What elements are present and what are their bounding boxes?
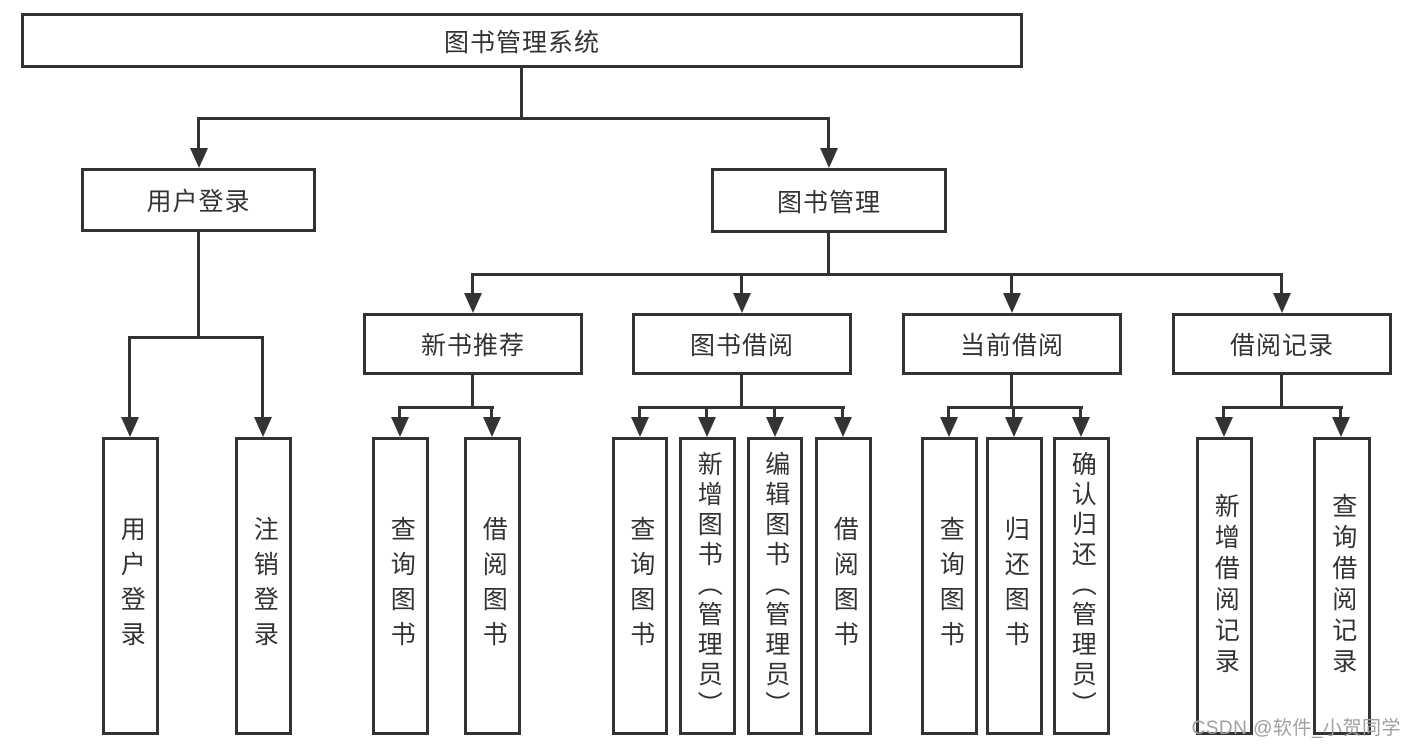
node-label: 编辑图书（管理员） — [761, 451, 790, 721]
leaf-add-book-admin: 新增图书（管理员） — [679, 437, 736, 735]
node-label: 借阅记录 — [1229, 332, 1334, 360]
node-label: 确认归还（管理员） — [1068, 451, 1097, 721]
node-label: 借阅图书 — [479, 516, 508, 656]
node-label: 图书管理 — [776, 188, 881, 217]
node-user-login: 用户登录 — [81, 168, 316, 232]
node-label: 图书借阅 — [689, 332, 794, 360]
leaf-add-borrow-record: 新增借阅记录 — [1196, 437, 1253, 735]
connector-line — [1280, 273, 1283, 297]
connector-line — [740, 273, 743, 297]
connector-line — [520, 68, 523, 118]
connector-line — [1222, 406, 1343, 409]
node-label: 归还图书 — [1001, 516, 1030, 656]
arrow-head — [391, 417, 409, 437]
connector-line — [1222, 406, 1225, 420]
connector-line — [1010, 375, 1013, 409]
arrow-head — [834, 417, 852, 437]
connector-line — [197, 117, 200, 151]
leaf-user-login: 用户登录 — [102, 437, 159, 735]
connector-line — [398, 406, 494, 409]
node-label: 当前借阅 — [959, 332, 1064, 360]
leaf-borrow-books-2: 借阅图书 — [815, 437, 872, 735]
arrow-head — [1273, 293, 1291, 313]
node-label: 查询借阅记录 — [1328, 493, 1357, 679]
arrow-head — [464, 293, 482, 313]
connector-line — [1012, 406, 1015, 420]
arrow-head — [190, 148, 208, 168]
arrow-head — [1072, 417, 1090, 437]
connector-line — [827, 117, 830, 151]
node-current-borrowing: 当前借阅 — [902, 313, 1122, 375]
leaf-query-borrow-record: 查询借阅记录 — [1313, 437, 1371, 735]
node-library-management-system: 图书管理系统 — [21, 13, 1023, 68]
arrow-head — [1005, 417, 1023, 437]
node-book-borrowing: 图书借阅 — [632, 313, 852, 375]
connector-line — [471, 273, 1282, 276]
leaf-query-books-2: 查询图书 — [612, 437, 668, 735]
node-label: 用户登录 — [117, 516, 146, 656]
arrow-head — [483, 417, 501, 437]
node-label: 新增借阅记录 — [1211, 493, 1240, 679]
connector-line — [471, 375, 474, 409]
leaf-query-books-3: 查询图书 — [921, 437, 978, 735]
node-label: 借阅图书 — [830, 516, 859, 656]
node-label: 图书管理系统 — [443, 28, 600, 57]
node-borrowing-records: 借阅记录 — [1172, 313, 1392, 375]
connector-line — [398, 406, 401, 420]
arrow-head — [1003, 293, 1021, 313]
connector-line — [197, 117, 830, 120]
connector-line — [1280, 375, 1283, 409]
leaf-return-books: 归还图书 — [986, 437, 1043, 735]
node-label: 查询图书 — [387, 516, 416, 656]
connector-line — [197, 232, 200, 338]
connector-line — [128, 336, 264, 339]
connector-line — [740, 375, 743, 409]
arrow-head — [1332, 417, 1350, 437]
node-label: 注销登录 — [250, 516, 279, 656]
connector-line — [1010, 273, 1013, 297]
leaf-confirm-return-admin: 确认归还（管理员） — [1053, 437, 1110, 735]
node-book-management: 图书管理 — [711, 168, 947, 233]
csdn-watermark: CSDN @软件_小贺同学 — [1191, 718, 1401, 739]
arrow-head — [820, 148, 838, 168]
node-label: 新书推荐 — [420, 332, 525, 360]
arrow-head — [631, 417, 649, 437]
arrow-head — [121, 417, 139, 437]
leaf-edit-book-admin: 编辑图书（管理员） — [747, 437, 803, 735]
connector-line — [947, 406, 950, 420]
leaf-logout: 注销登录 — [235, 437, 292, 735]
connector-line — [261, 336, 264, 420]
node-label: 查询图书 — [936, 516, 965, 656]
node-label: 查询图书 — [626, 516, 655, 656]
connector-line — [128, 336, 131, 420]
connector-line — [827, 233, 830, 276]
node-label: 新增图书（管理员） — [694, 451, 723, 721]
leaf-borrow-books: 借阅图书 — [464, 437, 521, 735]
arrow-head — [698, 417, 716, 437]
arrow-head — [733, 293, 751, 313]
arrow-head — [254, 417, 272, 437]
node-new-book-recommendation: 新书推荐 — [363, 313, 583, 375]
connector-line — [1079, 406, 1082, 420]
node-label: 用户登录 — [146, 188, 251, 216]
connector-line — [1339, 406, 1342, 420]
connector-line — [773, 406, 776, 420]
connector-line — [638, 406, 641, 420]
connector-line — [947, 406, 1083, 409]
connector-line — [471, 273, 474, 297]
connector-line — [490, 406, 493, 420]
arrow-head — [940, 417, 958, 437]
connector-line — [841, 406, 844, 420]
connector-line — [705, 406, 708, 420]
leaf-query-books: 查询图书 — [372, 437, 429, 735]
connector-line — [638, 406, 845, 409]
arrow-head — [1215, 417, 1233, 437]
arrow-head — [766, 417, 784, 437]
